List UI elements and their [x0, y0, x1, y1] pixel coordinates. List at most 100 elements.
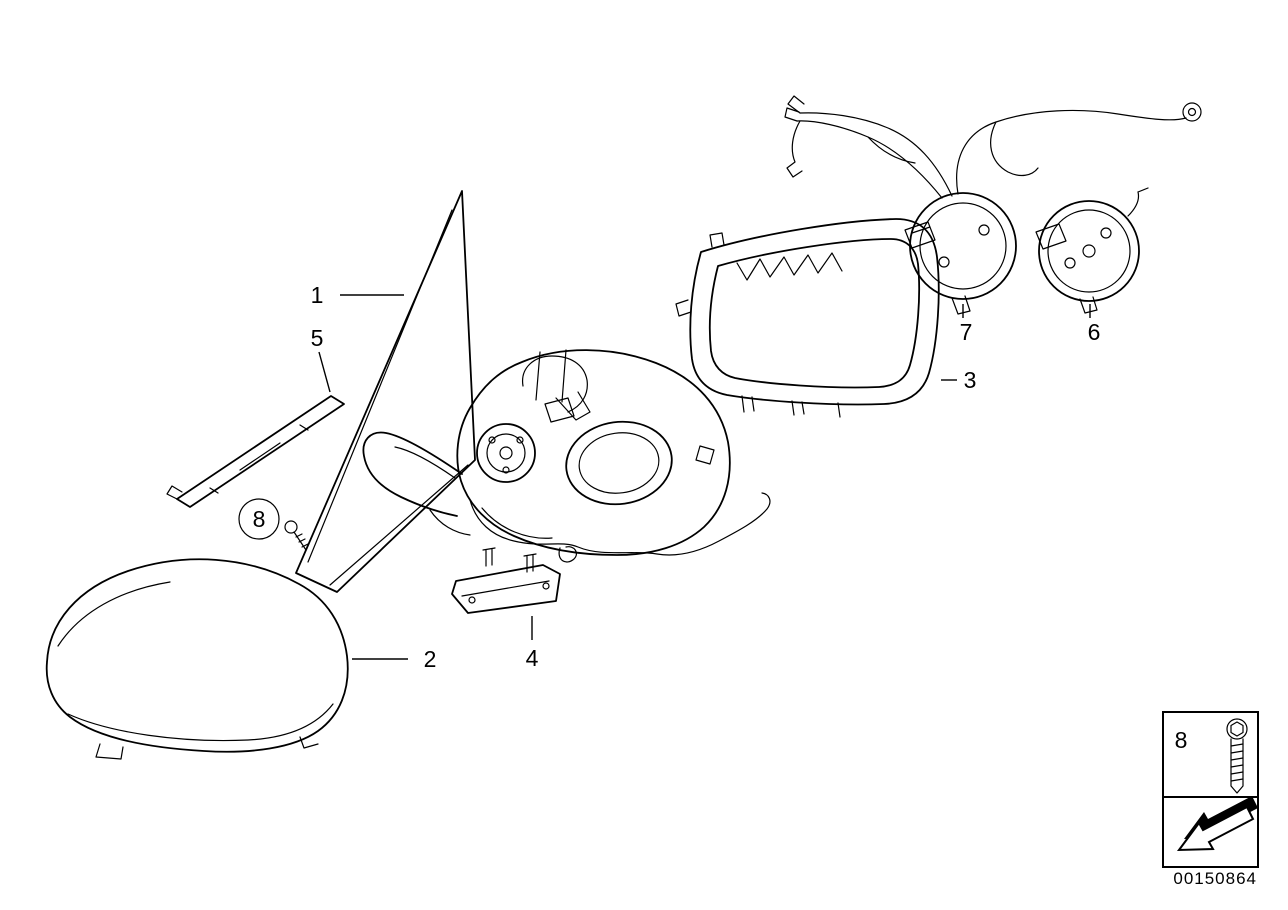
part-frame: [675, 218, 940, 418]
cover-hole-2: [542, 582, 550, 590]
motor-mount-outer: [476, 423, 536, 483]
drive7-tab: [951, 295, 971, 315]
part-mirror-glass: [295, 190, 476, 593]
strip-outline: [176, 395, 345, 508]
harness7-connector-lug-1: [784, 107, 800, 122]
drive7-screw-1: [938, 256, 950, 268]
drive7-screw-2: [978, 224, 990, 236]
frame-castellations: [736, 252, 843, 281]
mirror-housing-assembly: [362, 349, 771, 563]
drive6-hub: [1082, 244, 1096, 258]
drive7-inner: [919, 202, 1007, 290]
screw-threads: [295, 533, 309, 548]
callout-6: 6: [1088, 304, 1101, 345]
doc-number: 00150864: [1173, 869, 1257, 888]
screw-icon-head: [1226, 718, 1248, 740]
motor-mount-mid: [486, 433, 526, 473]
motor-bolt-1: [488, 436, 496, 444]
part-drive-unit-left: [784, 95, 1202, 315]
legend-item-box: [1162, 711, 1259, 798]
harness7-ring-terminal: [1182, 102, 1202, 122]
strip-end-tab: [166, 485, 183, 500]
cap-crease: [57, 581, 171, 647]
callout-7-label[interactable]: 7: [960, 319, 973, 345]
cover-pin-1: [482, 547, 496, 567]
screw-icon-hex: [1230, 721, 1244, 737]
harness7-drop-wire: [786, 120, 803, 178]
callout-5-label[interactable]: 5: [311, 325, 324, 351]
arrow-outline: [1176, 805, 1255, 852]
callout-8-label[interactable]: 8: [253, 506, 266, 532]
harness7-strand-1: [796, 120, 943, 199]
motor-bolt-3: [502, 466, 510, 474]
callout-1-label[interactable]: 1: [311, 282, 324, 308]
bracket-strut-2: [561, 349, 567, 403]
motor-mount-hub: [499, 446, 513, 460]
screw-icon-threads: [1230, 743, 1244, 782]
part-drive-unit-right: [1035, 187, 1149, 314]
callout-1: 1: [311, 282, 404, 308]
callout-2-label[interactable]: 2: [424, 646, 437, 672]
direction-arrow-icon: [1176, 796, 1258, 852]
strip-slot: [239, 442, 281, 471]
glass-outline: [295, 190, 476, 593]
bracket-box: [544, 397, 575, 423]
harness7-loop: [990, 121, 1039, 177]
cap-notch: [299, 736, 319, 749]
harness-loop: [558, 546, 578, 563]
frame-inner: [708, 238, 921, 389]
harness-wire-2: [481, 507, 553, 539]
drive6-screw-2: [1100, 227, 1112, 239]
callout-8-circle: [238, 498, 280, 540]
glass-inner-edge: [307, 209, 453, 563]
cap-outline: [45, 558, 349, 753]
harness-wire-1: [469, 492, 771, 556]
drive6-connector: [1035, 223, 1067, 250]
frame-bottom-tabs: [741, 395, 841, 418]
drive6-stub-wire: [1127, 187, 1149, 217]
drive6-inner: [1047, 209, 1131, 293]
housing-clip: [695, 445, 715, 465]
drive7-connector: [904, 221, 936, 249]
drive7-outer: [909, 192, 1017, 300]
bracket-strut-1: [535, 351, 541, 401]
screw-head: [284, 520, 298, 534]
cover-hole-1: [468, 596, 476, 604]
harness7-connector-lug-2: [787, 95, 805, 114]
backing-plate-outer: [565, 420, 673, 506]
cap-rim: [67, 703, 334, 742]
callout-6-label[interactable]: 6: [1088, 319, 1101, 345]
callout-8: 8: [238, 498, 280, 540]
frame-top-tab: [709, 232, 725, 248]
harness7-strand-2: [799, 112, 953, 197]
housing-foot-inner: [394, 446, 456, 479]
drive6-screw-1: [1064, 257, 1076, 269]
harness7-ring-hole: [1187, 107, 1197, 117]
screw-icon-shaft: [1230, 738, 1244, 794]
callout-4-label[interactable]: 4: [526, 645, 539, 671]
callout-5: 5: [311, 325, 331, 393]
drive6-tab: [1079, 296, 1098, 314]
bracket-clamp: [522, 355, 588, 413]
housing-outline: [456, 349, 731, 556]
screw-small: [284, 520, 309, 551]
part-clamping-strip: [166, 395, 345, 508]
callout-3-label[interactable]: 3: [964, 367, 977, 393]
harness7-long-strand: [956, 109, 1187, 195]
frame-left-clip: [675, 299, 692, 317]
cover-inner-edge: [461, 580, 550, 597]
bracket-hook: [555, 391, 591, 421]
part-lower-cover: [451, 547, 561, 614]
callout-7: 7: [960, 304, 973, 345]
cover-plate: [451, 564, 561, 614]
cover-pin-2: [523, 553, 537, 573]
motor-bolt-2: [516, 436, 524, 444]
screw-icon: [1226, 718, 1248, 794]
callout-3: 3: [941, 367, 976, 393]
callout-2: 2: [352, 646, 436, 672]
drive6-outer: [1038, 200, 1140, 302]
frame-outer: [689, 218, 940, 406]
cap-tab: [95, 743, 124, 760]
